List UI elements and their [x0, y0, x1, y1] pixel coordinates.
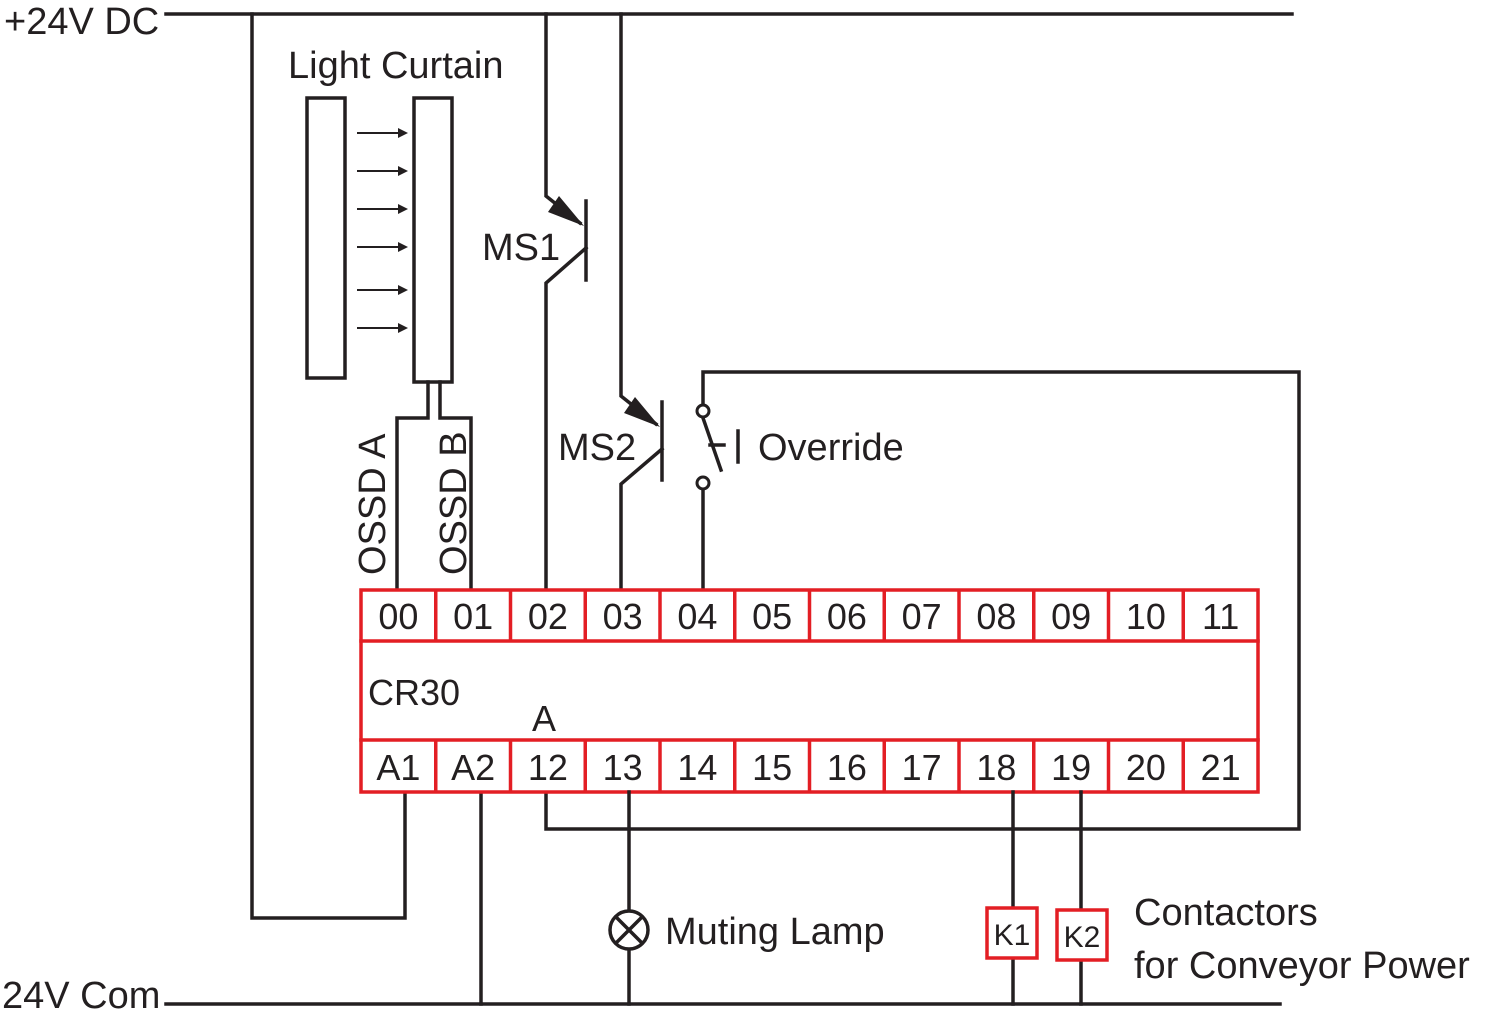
controller-marker: A [532, 698, 556, 739]
k2-contactor [1055, 908, 1109, 962]
muting-lamp-label: Muting Lamp [665, 911, 885, 953]
k2-label: K2 [1064, 921, 1101, 954]
light-curtain-emitter [305, 96, 347, 380]
terminal-11: 11 [1202, 596, 1239, 637]
terminal-06: 06 [827, 596, 867, 637]
light-curtain-title: Light Curtain [288, 45, 503, 87]
ossd-a-label: OSSD A [352, 433, 394, 575]
ossd-b-label: OSSD B [433, 431, 475, 575]
terminal-13: 13 [603, 747, 643, 788]
top-terminal-row: 00 01 02 03 04 05 06 07 08 09 10 11 [378, 596, 1239, 637]
ossd-a-wire [395, 380, 430, 594]
terminal-12: 12 [528, 747, 568, 788]
common-rail-label: 24V Com [2, 975, 160, 1017]
k1-label: K1 [994, 919, 1031, 952]
terminal-03: 03 [603, 596, 643, 637]
terminal-dividers [434, 590, 1185, 792]
terminal-02: 02 [528, 596, 568, 637]
terminal-10: 10 [1126, 596, 1166, 637]
ms2-label: MS2 [558, 427, 636, 469]
override-switch [544, 370, 1301, 831]
ms2-transistor [619, 12, 665, 594]
light-beams [357, 128, 408, 333]
bottom-terminal-row: A1 A2 12 13 14 15 16 17 18 19 20 21 [376, 747, 1240, 788]
terminal-a1: A1 [376, 747, 420, 788]
terminal-07: 07 [902, 596, 942, 637]
ms1-transistor [544, 12, 589, 594]
terminal-09: 09 [1051, 596, 1091, 637]
terminal-20: 20 [1126, 747, 1166, 788]
terminal-21: 21 [1201, 747, 1241, 788]
ms1-label: MS1 [482, 227, 560, 269]
terminal-01: 01 [453, 596, 493, 637]
terminal-16: 16 [827, 747, 867, 788]
terminal-15: 15 [752, 747, 792, 788]
terminal-05: 05 [752, 596, 792, 637]
terminal-04: 04 [677, 596, 717, 637]
controller-name: CR30 [368, 672, 460, 713]
muting-lamp-icon [608, 909, 650, 951]
ossd-b-wire [438, 380, 473, 594]
terminal-19: 19 [1051, 747, 1091, 788]
contactors-label: Contactors [1134, 892, 1318, 934]
terminal-08: 08 [976, 596, 1016, 637]
k1-contactor [985, 906, 1039, 960]
terminal-a2: A2 [451, 747, 495, 788]
terminal-17: 17 [902, 747, 942, 788]
terminal-14: 14 [677, 747, 717, 788]
override-label: Override [758, 427, 904, 469]
terminal-00: 00 [378, 596, 418, 637]
terminal-18: 18 [976, 747, 1016, 788]
light-curtain-receiver [412, 96, 454, 384]
supply-wire-a1 [250, 12, 407, 920]
contactors-sublabel: for Conveyor Power [1134, 945, 1470, 987]
positive-rail-label: +24V DC [4, 1, 159, 43]
